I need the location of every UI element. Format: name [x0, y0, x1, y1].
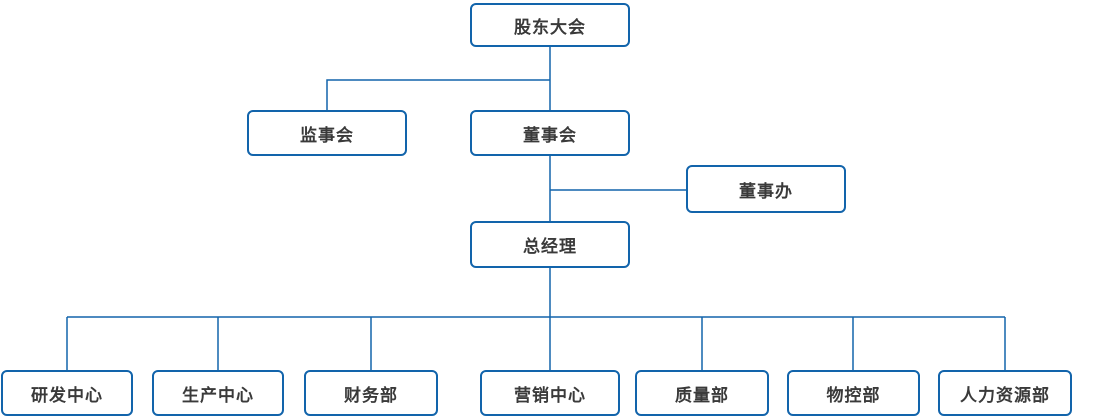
- org-node-label: 监事会: [300, 125, 354, 145]
- org-node-label: 股东大会: [514, 17, 586, 37]
- org-node-board-office: 董事办: [686, 165, 846, 213]
- org-node-label: 物控部: [826, 385, 881, 405]
- org-node-board-of-directors: 董事会: [470, 110, 630, 156]
- org-node-label: 董事办: [739, 181, 793, 201]
- org-node-marketing-center: 营销中心: [480, 370, 620, 416]
- org-node-material-control-dept: 物控部: [787, 370, 920, 416]
- org-node-label: 生产中心: [182, 385, 254, 405]
- org-node-label: 人力资源部: [960, 385, 1050, 405]
- org-node-supervisory-board: 监事会: [247, 110, 407, 156]
- org-node-label: 营销中心: [514, 385, 586, 405]
- org-node-quality-dept: 质量部: [635, 370, 769, 416]
- org-node-label: 财务部: [344, 385, 398, 405]
- org-node-production-center: 生产中心: [152, 370, 284, 416]
- org-node-rd-center: 研发中心: [1, 370, 133, 416]
- org-node-label: 董事会: [523, 125, 577, 145]
- org-node-shareholders-meeting: 股东大会: [470, 3, 630, 47]
- org-node-hr-dept: 人力资源部: [938, 370, 1072, 416]
- org-node-label: 总经理: [523, 237, 577, 256]
- org-node-label: 质量部: [675, 385, 729, 405]
- org-node-finance-dept: 财务部: [304, 370, 438, 416]
- org-node-general-manager: 总经理: [470, 221, 630, 268]
- org-node-label: 研发中心: [31, 385, 103, 405]
